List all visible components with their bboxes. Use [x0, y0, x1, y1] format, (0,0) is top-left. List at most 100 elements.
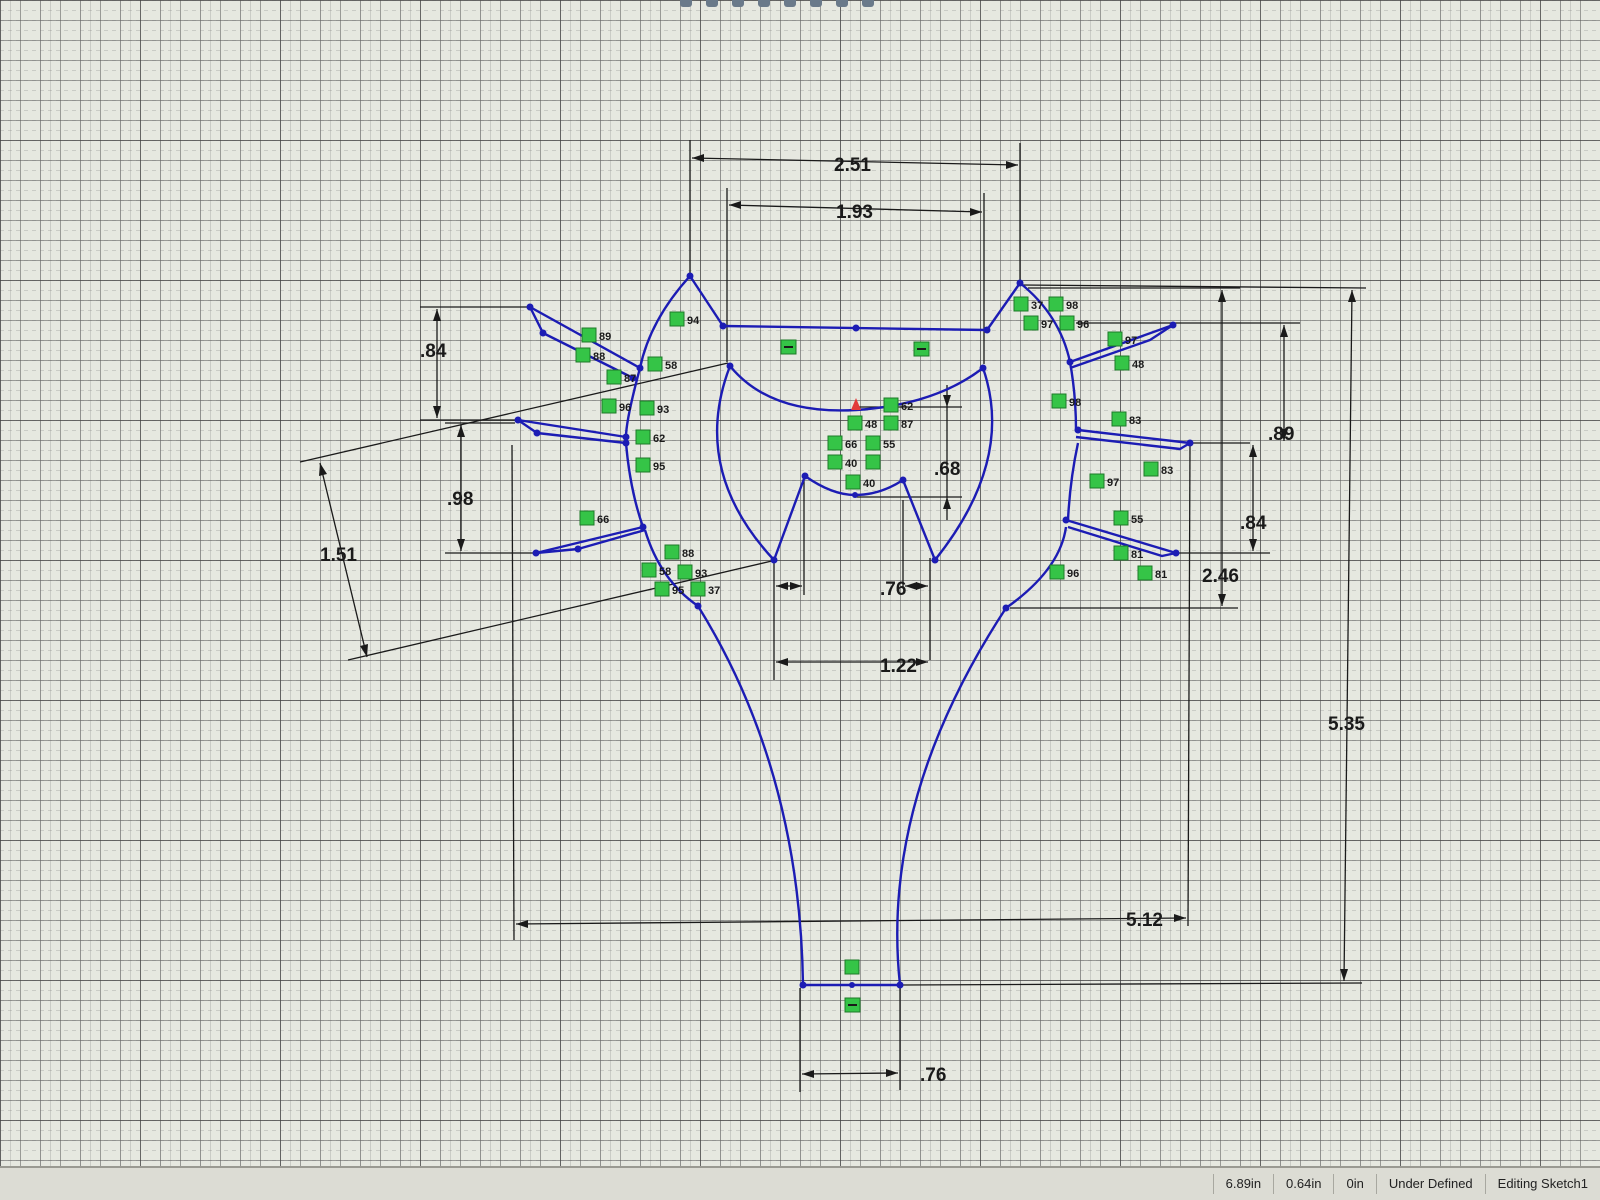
relation-r27[interactable]: 97 [1107, 331, 1137, 347]
relation-r24[interactable]: 98 [1048, 296, 1078, 312]
relation-r15[interactable]: 37 [690, 581, 720, 597]
dim-right-spike-span[interactable]: .89 [1268, 424, 1294, 445]
relation-coincident[interactable] [865, 454, 881, 470]
relation-label: 87 [624, 373, 636, 385]
relation-stem-midpoint[interactable] [844, 959, 860, 975]
sketch-points[interactable] [514, 272, 1194, 989]
relation-r1[interactable]: 89 [581, 327, 611, 343]
status-sketch-state[interactable]: Under Defined [1375, 1174, 1485, 1194]
relation-label: 48 [865, 419, 877, 431]
relation-label: 97 [1041, 319, 1053, 331]
relation-r11[interactable]: 88 [664, 544, 694, 560]
dim-notch-base[interactable]: 1.22 [880, 656, 917, 677]
relation-label: 87 [901, 419, 913, 431]
relation-r13[interactable]: 93 [677, 564, 707, 580]
relation-label: 66 [597, 514, 609, 526]
relation-r29[interactable]: 98 [1051, 393, 1081, 409]
relation-r31[interactable]: 83 [1143, 461, 1173, 477]
relation-label: 95 [653, 461, 665, 473]
relation-label: 83 [1161, 465, 1173, 477]
relation-r8[interactable]: 62 [635, 429, 665, 445]
relation-r2[interactable]: 88 [575, 347, 605, 363]
relation-label: 55 [883, 439, 895, 451]
relation-r26[interactable]: 96 [1059, 315, 1089, 331]
relation-stem-horizontal[interactable] [844, 997, 861, 1013]
status-z-coordinate: 0in [1333, 1174, 1375, 1194]
relation-label: 58 [665, 360, 677, 372]
hide-show-icon[interactable] [784, 0, 796, 7]
relation-r32[interactable]: 97 [1089, 473, 1119, 489]
relation-label: 62 [653, 433, 665, 445]
relation-r12[interactable]: 58 [641, 562, 671, 578]
dim-left-angle[interactable]: 1.51 [320, 545, 357, 566]
heads-up-toolbar [680, 0, 970, 8]
relation-label: 98 [1066, 300, 1078, 312]
relation-label: 81 [1155, 569, 1167, 581]
section-icon[interactable] [732, 0, 744, 7]
relation-label: 94 [687, 315, 700, 327]
graphics-area[interactable]: 89 88 87 58 94 96 93 62 [0, 0, 1600, 1168]
relation-label: 58 [659, 566, 671, 578]
dimension-values[interactable]: 2.51 1.93 .84 .98 1.51 .68 .76 1.22 .89 … [320, 155, 1365, 1086]
relation-label: 89 [599, 331, 611, 343]
relation-r5[interactable]: 94 [669, 311, 700, 327]
dim-left-spike-gap[interactable]: .98 [447, 489, 473, 510]
relation-label: 83 [1129, 415, 1141, 427]
dim-right-height[interactable]: 2.46 [1202, 566, 1239, 587]
relation-r14[interactable]: 95 [654, 581, 684, 597]
relation-r16[interactable]: 62 [883, 397, 913, 413]
relation-horizontal-1[interactable] [780, 339, 797, 355]
relation-label: 37 [708, 585, 720, 597]
view-icon[interactable] [680, 0, 692, 7]
relation-label: 96 [619, 402, 631, 414]
relation-r36[interactable]: 96 [1049, 564, 1079, 580]
dim-overall-height[interactable]: 5.35 [1328, 714, 1365, 735]
relation-r19[interactable]: 66 [827, 435, 857, 451]
relation-horizontal-2[interactable] [913, 341, 930, 357]
dim-notch-width[interactable]: .76 [880, 579, 906, 600]
major-grid [0, 0, 1600, 1168]
relation-r9[interactable]: 95 [635, 457, 665, 473]
zoom-icon[interactable] [706, 0, 718, 7]
relation-label: 40 [845, 458, 857, 470]
relation-label: 55 [1131, 514, 1143, 526]
relation-r22[interactable]: 40 [845, 474, 875, 490]
relation-r30[interactable]: 83 [1111, 411, 1141, 427]
relation-r17[interactable]: 48 [847, 415, 877, 431]
dim-left-spike-upper[interactable]: .84 [420, 341, 447, 362]
sketch-drawing[interactable]: 89 88 87 58 94 96 93 62 [0, 0, 1600, 1168]
relation-r18[interactable]: 87 [883, 415, 913, 431]
dim-stem-width[interactable]: .76 [920, 1065, 946, 1086]
relation-r28[interactable]: 48 [1114, 355, 1144, 371]
status-y-coordinate: 0.64in [1273, 1174, 1333, 1194]
relation-r3[interactable]: 87 [606, 369, 636, 385]
dim-top-width[interactable]: 2.51 [834, 155, 871, 176]
relation-label: 66 [845, 439, 857, 451]
status-x-coordinate: 6.89in [1212, 1174, 1273, 1194]
relation-r23[interactable]: 37 [1013, 296, 1043, 312]
relation-label: 95 [672, 585, 684, 597]
relation-label: 93 [657, 404, 669, 416]
relation-r25[interactable]: 97 [1023, 315, 1053, 331]
dim-inner-width[interactable]: 1.93 [836, 202, 873, 223]
relation-label: 97 [1107, 477, 1119, 489]
monitor-icon[interactable] [862, 0, 874, 7]
relation-r7[interactable]: 93 [639, 400, 669, 416]
scene-icon[interactable] [836, 0, 848, 7]
relation-r33[interactable]: 55 [1113, 510, 1143, 526]
relation-r34[interactable]: 81 [1113, 545, 1143, 561]
dimension-arrows [319, 154, 1356, 1078]
relation-r20[interactable]: 55 [865, 435, 895, 451]
relation-r4[interactable]: 58 [647, 356, 677, 372]
relation-r21[interactable]: 40 [827, 454, 857, 470]
dim-notch-depth[interactable]: .68 [934, 459, 960, 480]
dim-overall-width[interactable]: 5.12 [1126, 910, 1163, 931]
dim-right-spike-lower[interactable]: .84 [1240, 513, 1267, 534]
relation-r6[interactable]: 96 [601, 398, 631, 414]
dimension-lines [299, 140, 1367, 1092]
display-style-icon[interactable] [758, 0, 770, 7]
relation-r10[interactable]: 66 [579, 510, 609, 526]
relation-r35[interactable]: 81 [1137, 565, 1167, 581]
relation-glyphs[interactable]: 89 88 87 58 94 96 93 62 [575, 296, 1173, 1013]
appearance-icon[interactable] [810, 0, 822, 7]
